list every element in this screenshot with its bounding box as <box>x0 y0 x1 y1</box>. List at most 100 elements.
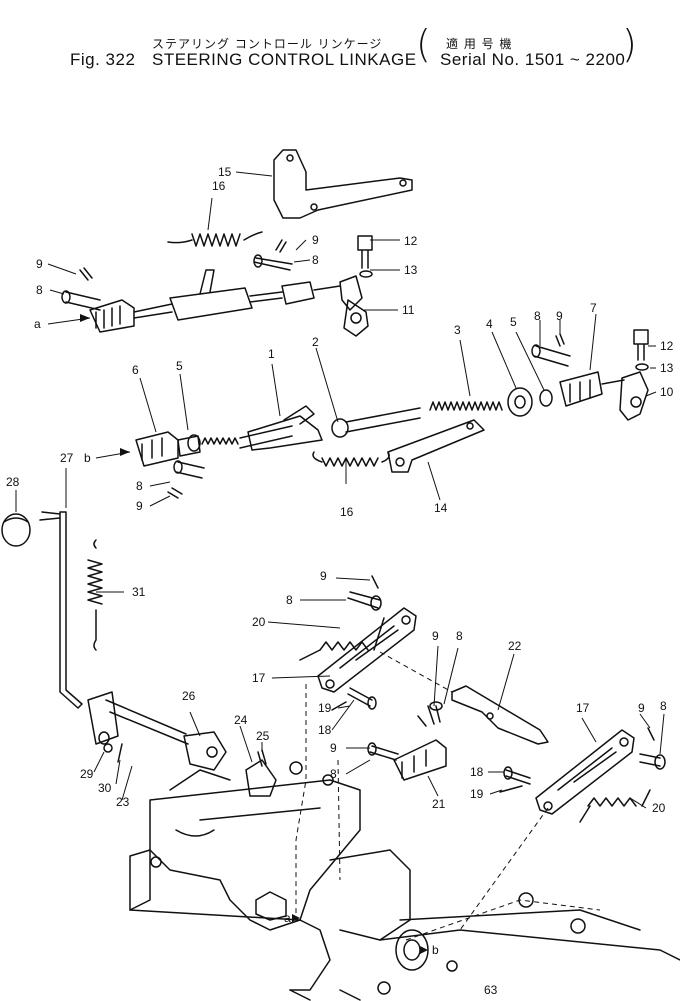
washer-29 <box>103 743 113 753</box>
open-paren: ( <box>416 22 431 66</box>
title-japanese: ステアリング コントロール リンケージ <box>152 37 383 51</box>
cotter-9-upper-left <box>79 267 93 281</box>
callout-4: 4 <box>486 317 493 331</box>
part-24-arm <box>245 759 277 797</box>
callout-19-right: 19 <box>470 787 484 801</box>
serial-japanese: 適 用 号 機 <box>446 37 513 51</box>
part-23-cross-shaft <box>87 691 189 745</box>
pin-8-upper-left <box>65 291 101 311</box>
title-block: ステアリング コントロール リンケージ Fig. 322 STEERING CO… <box>0 0 680 80</box>
callout-18-right: 18 <box>470 765 484 779</box>
callout-11: 11 <box>402 303 415 317</box>
callout-20-right: 20 <box>652 801 666 815</box>
washer-13-right <box>635 363 649 371</box>
part-16-upper-spring <box>167 231 263 247</box>
pin-25 <box>257 749 267 767</box>
callout-16-lower: 16 <box>340 505 354 519</box>
cotter-9-far-right <box>647 727 655 741</box>
callout-14: 14 <box>434 501 448 515</box>
bolt-12-upper <box>357 235 373 269</box>
callout-9-far-right: 9 <box>638 701 645 715</box>
cotter-30 <box>117 743 123 763</box>
ref-b-left: b <box>84 451 91 465</box>
callout-2: 2 <box>312 335 319 349</box>
pin-8-center-head <box>429 701 443 711</box>
part-27-steering-lever <box>39 511 83 709</box>
part-20-right-spring <box>579 789 651 823</box>
callout-6: 6 <box>132 363 139 377</box>
callout-26: 26 <box>182 689 196 703</box>
callout-18-left: 18 <box>318 723 332 737</box>
part-17-left-link <box>317 607 417 693</box>
callout-labels: 15 16 9 8 12 13 11 9 8 a 1 2 3 4 5 8 9 7… <box>6 165 674 997</box>
callout-25: 25 <box>256 729 270 743</box>
part-16-lower-spring <box>312 451 390 467</box>
callout-8-upper-mid: 8 <box>312 253 319 267</box>
clip-19-left <box>331 701 347 711</box>
callout-9-left-mid: 9 <box>136 499 143 513</box>
callout-8-right: 8 <box>534 309 541 323</box>
pin-18-left-head <box>367 696 377 710</box>
part-15-bracket <box>273 149 413 219</box>
callout-9-center: 9 <box>432 629 439 643</box>
reference-arrows <box>80 314 428 954</box>
part-28-knob <box>1 513 31 547</box>
pin-8-center <box>427 705 441 725</box>
close-paren: ) <box>622 22 637 66</box>
callout-12-right: 12 <box>660 339 674 353</box>
pin-8-upper-link <box>347 591 381 609</box>
leader-lines <box>15 171 665 809</box>
callout-28: 28 <box>6 475 20 489</box>
pin-18-right <box>505 769 531 785</box>
pin-18-left <box>347 687 373 707</box>
cotter-9-upper-link <box>371 575 379 589</box>
upper-rod-assembly <box>89 269 369 337</box>
callout-20-left: 20 <box>252 615 266 629</box>
ref-a-lower: a <box>284 911 291 925</box>
ref-a-upper: a <box>34 317 41 331</box>
callout-22: 22 <box>508 639 522 653</box>
part-31-spring <box>87 539 103 651</box>
middle-rod-assembly <box>135 371 649 467</box>
callout-13-upper: 13 <box>404 263 418 277</box>
part-26-lever <box>183 731 227 771</box>
pin-8-left-mid-head <box>173 460 183 474</box>
part-20-left-spring <box>299 617 385 661</box>
callout-17-right: 17 <box>576 701 590 715</box>
callout-23: 23 <box>116 795 130 809</box>
cotter-9-right <box>555 333 565 347</box>
callout-5-right: 5 <box>510 315 517 329</box>
pin-8-right <box>533 345 571 367</box>
pin-8-upper-mid <box>253 257 293 271</box>
callout-21: 21 <box>432 797 446 811</box>
cotter-9-center <box>417 715 427 727</box>
callout-8-upper-link: 8 <box>286 593 293 607</box>
callout-8-upper-left: 8 <box>36 283 43 297</box>
part-14-plate <box>387 419 485 473</box>
callout-9-left-lower: 9 <box>330 741 337 755</box>
callout-9-upper-left: 9 <box>36 257 43 271</box>
pin-8-head-left <box>61 290 71 304</box>
callout-29: 29 <box>80 767 94 781</box>
callout-12-upper: 12 <box>404 234 418 248</box>
callout-15: 15 <box>218 165 232 179</box>
callout-27: 27 <box>60 451 74 465</box>
pin-8-right-head <box>531 344 541 358</box>
pin-8-far-right-head <box>654 754 666 770</box>
callout-30: 30 <box>98 781 112 795</box>
callout-31: 31 <box>132 585 146 599</box>
callout-16-upper: 16 <box>212 179 226 193</box>
callout-17-left: 17 <box>252 671 266 685</box>
washer-13-upper <box>359 270 373 278</box>
callout-10: 10 <box>660 385 674 399</box>
callout-19-left: 19 <box>318 701 332 715</box>
callout-8-left-mid: 8 <box>136 479 143 493</box>
bolt-12-right <box>633 329 649 361</box>
figure-number: Fig. 322 <box>70 50 136 69</box>
part-22-bar <box>451 685 549 745</box>
callout-13-right: 13 <box>660 361 674 375</box>
page-mark: 63 <box>484 983 498 997</box>
steering-case-frame <box>129 761 680 1001</box>
pin-8-left-lower-head <box>367 742 377 756</box>
